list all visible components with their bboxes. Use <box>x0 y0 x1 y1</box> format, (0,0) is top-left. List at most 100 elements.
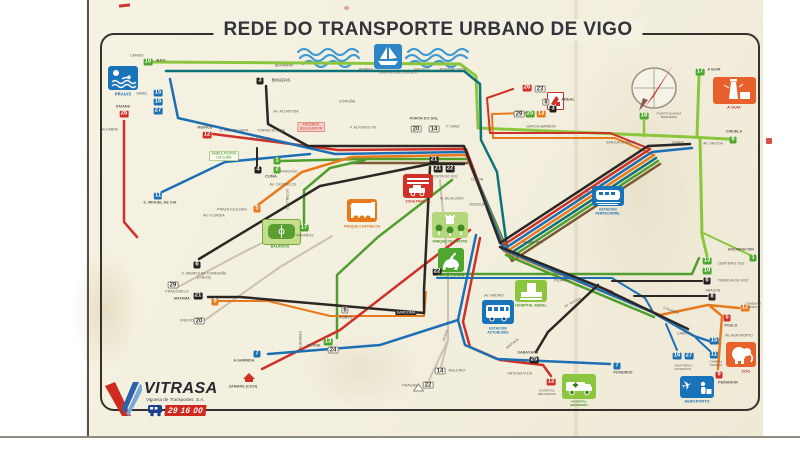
map-label: PUERTOCANOA BANDEIRA <box>656 112 682 120</box>
mountain-icon <box>412 379 425 392</box>
route-badge: 29 <box>167 281 179 289</box>
map-label: FRAGAS <box>402 383 418 388</box>
praza-espana-horses-icon <box>438 248 464 272</box>
hospital-xeral-icon <box>515 280 547 302</box>
sailboat-icon <box>374 44 402 69</box>
route-badge: 20 <box>410 125 422 133</box>
route-badge: 21 <box>433 165 443 173</box>
map-label: BEADE <box>307 343 321 348</box>
map-label: PORTA DO SOL <box>431 175 459 179</box>
map-label: PARAÑOS <box>296 234 314 238</box>
map-label: AV. FLORIDA <box>203 214 225 218</box>
map-label: HOSPITAL XERAL <box>515 303 547 308</box>
map-label: FRAGOSELO <box>165 289 189 294</box>
route-badge: 7 <box>253 350 261 358</box>
map-label: S. MIGUEL DE OIA <box>143 200 177 205</box>
map-label: VALADARES <box>299 330 303 352</box>
map-label: AV. MADRID <box>484 294 504 298</box>
red-mark <box>766 138 772 144</box>
route-badge: 8 <box>708 293 716 301</box>
airport-icon: ✈ <box>680 376 714 398</box>
map-label: AV. GALICIA <box>703 142 723 146</box>
map-label: A GUIA <box>707 67 721 72</box>
phone-number: 29 16 00 <box>164 405 207 416</box>
map-label: AV. EUROPA <box>249 137 271 141</box>
route-badge: 7 <box>613 362 621 370</box>
route-badge: 14 <box>428 125 440 133</box>
map-label: PORTO <box>339 315 353 320</box>
map-label: GRAN VIA <box>523 240 543 245</box>
map-label: TRAVESIA DE VIGO <box>717 279 749 283</box>
route-badge: 15 <box>709 337 719 345</box>
map-label: MULEIRO <box>448 368 466 373</box>
map-label: ESTACION AUTOBUSES <box>487 327 509 335</box>
route-badge: 27 <box>153 107 163 115</box>
route-badge: 14 <box>434 367 446 375</box>
map-label: CABRAL <box>677 332 691 336</box>
map-label: CANDEAN IGREXA <box>745 302 761 310</box>
map-label: POULO <box>724 323 738 328</box>
map-label: SANJURJO BADIA <box>606 141 636 145</box>
route-badge: 26 <box>522 84 532 92</box>
map-label: TORRECEDEIRA <box>257 129 285 133</box>
map-label: PEINADOR <box>718 380 738 385</box>
route-badge: 12 <box>546 378 556 386</box>
bus-station-icon <box>482 300 514 324</box>
map-label: SAMIL <box>136 91 148 96</box>
route-badge: 8 <box>542 98 550 106</box>
route-badge: 3 <box>256 77 264 85</box>
map-label: S. ANDRES DE COMESAÑA (CHEAS) <box>181 272 227 280</box>
route-badge: 2 <box>273 166 281 174</box>
route-badge: 20 <box>193 317 205 325</box>
route-badge: 25 <box>529 356 539 364</box>
route-badge: 10 <box>143 58 153 66</box>
route-badge: 21 <box>429 156 439 164</box>
map-label: M. DE ALCEDO <box>440 197 464 201</box>
map-label: S. PAIO DE NAVIA <box>219 129 249 133</box>
beach-praias-icon <box>108 66 138 90</box>
route-badge: 9 <box>715 371 723 379</box>
route-badge: 5 <box>723 314 731 322</box>
map-label: COLON <box>470 178 484 182</box>
parque-do-castro-icon <box>432 212 468 238</box>
map-label: VENEZUELA <box>469 203 489 207</box>
route-badge: 3 <box>549 105 557 113</box>
map-label: ANTIGUA N-120 <box>507 372 533 376</box>
route-badge: 11 <box>709 351 719 359</box>
route-badge: 13 <box>323 338 333 346</box>
route-badge: 1 <box>749 254 757 262</box>
zoo-elephant-icon <box>726 342 756 367</box>
route-badge: 4 <box>254 166 262 174</box>
route-badge: 9 <box>729 136 737 144</box>
map-label: SABAXANS <box>517 350 539 355</box>
scan-edge-bottom <box>0 436 800 438</box>
map-label: ENCARNACION <box>728 248 754 252</box>
route-badge: 10 <box>702 267 712 275</box>
map-label: CANIDO <box>130 54 144 58</box>
map-label: AV. AEROPORTO <box>725 334 753 338</box>
map-label: ARAGON <box>705 289 721 293</box>
map-label: CABRAL IGREXA <box>709 360 723 368</box>
route-badge: 22 <box>432 268 442 276</box>
map-label: ZAMANS (CUVI) <box>228 384 258 389</box>
map-label: AV. ATLANTIDA <box>273 110 299 114</box>
brand-subtitle: Viguesa de Transportes, S.A. <box>146 397 205 402</box>
map-label: P. ALFONSO XII <box>349 126 377 130</box>
route-badge: 23 <box>534 85 546 93</box>
map-label: GARCIA BARBON <box>526 125 556 129</box>
map-label: PRAZA ESPAÑA <box>437 274 465 278</box>
route-badge: 6 <box>703 277 711 285</box>
route-badge: 21 <box>193 292 203 300</box>
route-badge: 12 <box>202 131 212 139</box>
map-label: ALCABRE <box>101 128 119 132</box>
route-badge: 5 <box>253 205 261 213</box>
map-label: AV. CASTRELOS <box>269 183 297 187</box>
map-label: CUÑA <box>265 174 277 179</box>
map-label: NAUTICO <box>414 68 430 72</box>
map-label: HOSPITAL MEIXOEIRO <box>570 400 588 407</box>
map-label: BOUZAS <box>271 78 291 83</box>
map-label: CASTRELOS <box>286 188 290 210</box>
pink-mark <box>344 6 349 10</box>
map-label: AREAL <box>561 97 575 102</box>
map-label: ESTACION FERROCARRIL <box>595 208 621 216</box>
